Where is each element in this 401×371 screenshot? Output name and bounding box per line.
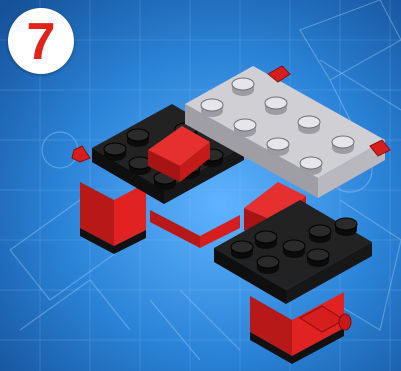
step-number: 7 [27,16,56,68]
step-number-badge: 7 [8,8,74,74]
